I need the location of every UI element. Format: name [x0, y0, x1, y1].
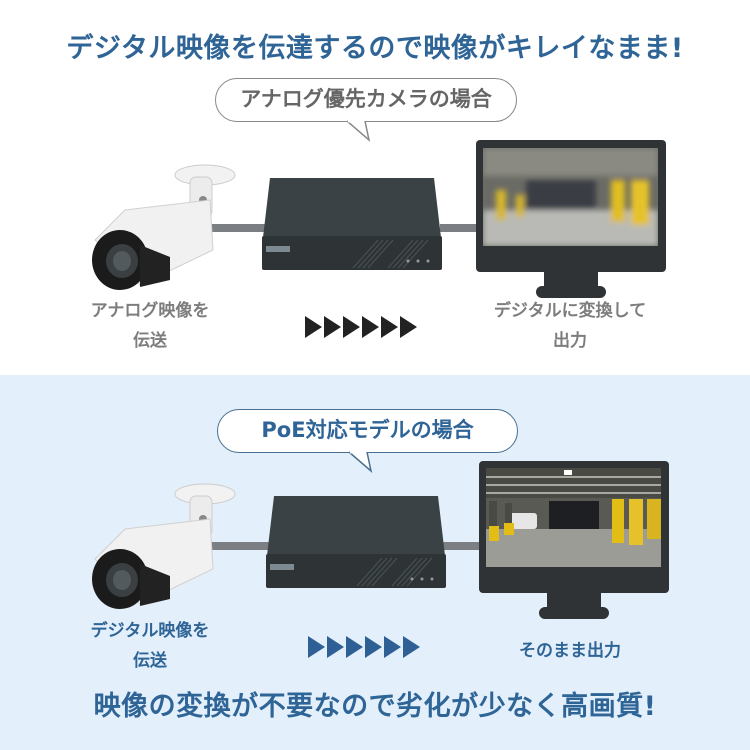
- arrow-right-icon: [403, 636, 420, 658]
- digital-transmit-label: デジタル映像を 伝送: [90, 621, 210, 671]
- bubble-tail-icon: [346, 120, 371, 142]
- arrow-right-icon: [308, 636, 325, 658]
- arrow-right-icon: [327, 636, 344, 658]
- dvr-recorder-icon: [262, 178, 442, 270]
- security-camera-icon: [92, 483, 236, 609]
- arrow-right-icon: [381, 316, 398, 338]
- security-camera-icon: [92, 164, 236, 290]
- bubble-tail-icon: [348, 451, 373, 473]
- digital-convert-label: デジタルに変換して 出力: [493, 301, 647, 351]
- flow-arrows: [308, 636, 420, 658]
- arrow-right-icon: [400, 316, 417, 338]
- monitor-icon: [476, 140, 666, 298]
- arrow-right-icon: [346, 636, 363, 658]
- arrow-right-icon: [362, 316, 379, 338]
- bottom-headline: 映像の変換が不要なので劣化が少なく高画質!: [93, 691, 657, 722]
- monitor-icon: [479, 461, 669, 619]
- arrow-right-icon: [365, 636, 382, 658]
- analog-transmit-label: アナログ映像を 伝送: [90, 301, 210, 351]
- arrow-right-icon: [305, 316, 322, 338]
- poe-case-bubble: PoE対応モデルの場合: [217, 409, 518, 453]
- cable: [440, 224, 485, 232]
- analog-case-bubble: アナログ優先カメラの場合: [215, 78, 517, 122]
- arrow-right-icon: [384, 636, 401, 658]
- flow-arrows: [305, 316, 417, 338]
- direct-output-label: そのまま出力: [519, 641, 621, 661]
- cable: [440, 542, 485, 550]
- dvr-recorder-icon: [266, 496, 446, 588]
- cable: [200, 224, 270, 232]
- top-headline: デジタル映像を伝達するので映像がキレイなまま!: [66, 33, 684, 64]
- arrow-right-icon: [324, 316, 341, 338]
- cable: [200, 542, 270, 550]
- arrow-right-icon: [343, 316, 360, 338]
